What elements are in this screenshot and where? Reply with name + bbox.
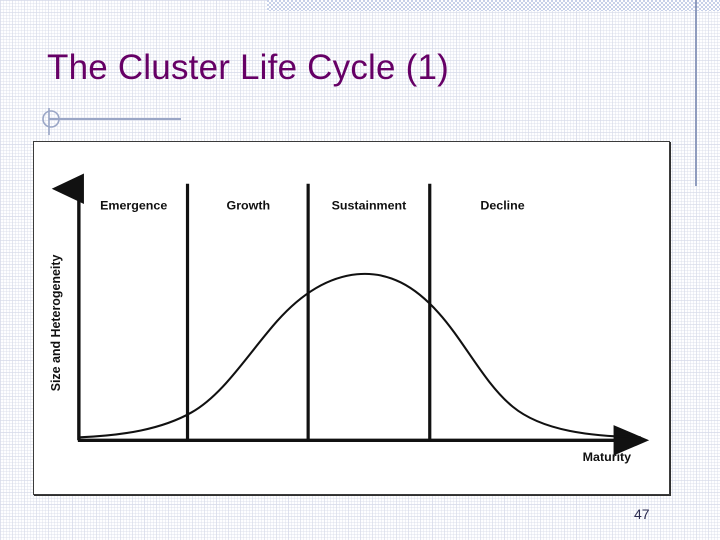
life-cycle-curve bbox=[78, 272, 642, 439]
cluster-life-cycle-chart: Emergence Growth Sustainment Decline Siz… bbox=[49, 173, 650, 464]
x-axis-label: Maturity bbox=[583, 450, 632, 464]
phase-label-decline: Decline bbox=[480, 199, 524, 213]
page-title: The Cluster Life Cycle (1) bbox=[47, 48, 449, 87]
title-underline-rule bbox=[49, 118, 181, 120]
y-axis-label: Size and Heterogeneity bbox=[49, 255, 63, 392]
circle-with-vertical-line-icon bbox=[42, 108, 60, 135]
phase-label-sustainment: Sustainment bbox=[332, 199, 407, 213]
phase-label-growth: Growth bbox=[227, 199, 271, 213]
right-vertical-rule bbox=[695, 0, 697, 186]
figure-frame: Emergence Growth Sustainment Decline Siz… bbox=[33, 141, 670, 495]
phase-label-emergence: Emergence bbox=[100, 199, 167, 213]
top-decorative-band bbox=[267, 0, 720, 11]
slide-number: 47 bbox=[634, 506, 650, 522]
